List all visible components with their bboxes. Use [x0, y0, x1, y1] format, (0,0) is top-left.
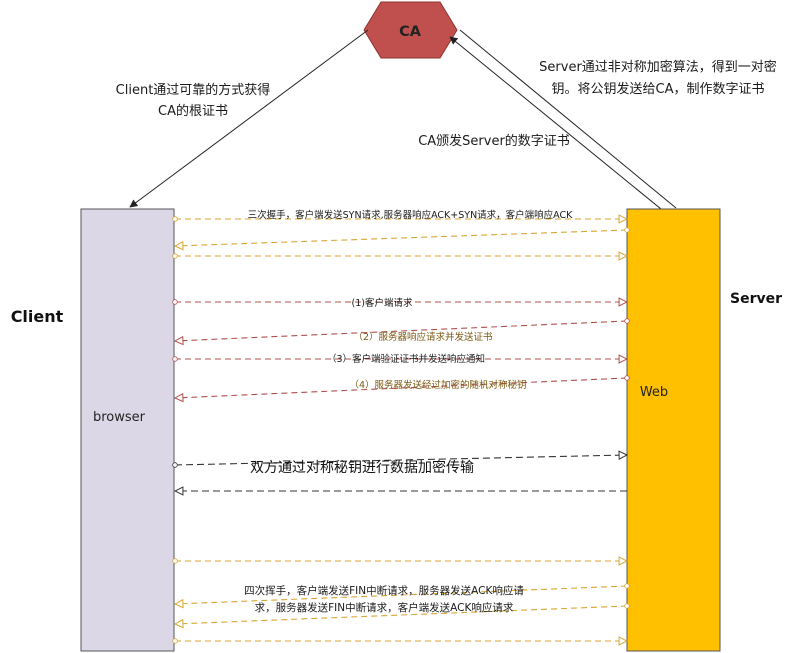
server-ca-note-line2: 钥。将公钥发送给CA，制作数字证书: [552, 81, 765, 97]
step3-label: （3）客户端验证证书并发送响应通知: [327, 353, 485, 365]
step1-label: (1)客户端请求: [352, 297, 413, 309]
step2-label: （2）服务器响应请求并发送证书: [353, 331, 493, 343]
handshake-synack-arrow: [175, 230, 627, 246]
symmetric-send-arrow: [175, 455, 627, 465]
web-label: Web: [640, 385, 668, 400]
wave-label-line2: 求，服务器发送FIN中断请求，客户端发送ACK响应请求: [255, 601, 514, 614]
handshake-label: 三次握手，客户端发送SYN请求,服务器响应ACK+SYN请求，客户端响应ACK: [248, 209, 574, 221]
web-to-ca-line: [449, 36, 662, 210]
browser-label: browser: [93, 410, 146, 425]
ca-to-web-line: [459, 29, 677, 209]
browser-lane: [80, 208, 175, 652]
ca-node: [363, 1, 458, 59]
step2-arrow: [175, 321, 627, 341]
ca-label: CA: [399, 24, 422, 40]
ca-to-browser-line: [129, 29, 369, 208]
client-ca-note-line1: Client通过可靠的方式获得: [116, 82, 271, 98]
client-title: Client: [11, 307, 64, 326]
step4-label: （4）服务器发送经过加密的随机对称秘钥: [349, 379, 526, 391]
ca-issue-note: CA颁发Server的数字证书: [418, 133, 570, 149]
wave-label-line1: 四次挥手，客户端发送FIN中断请求，服务器发送ACK响应请: [244, 584, 524, 597]
client-ca-note-line2: CA的根证书: [158, 103, 228, 119]
web-lane: [626, 208, 721, 652]
symmetric-label: 双方通过对称秘钥进行数据加密传输: [250, 459, 474, 476]
step4-arrow: [175, 378, 627, 398]
server-title: Server: [730, 291, 782, 307]
wave-ack1-arrow: [175, 586, 627, 604]
wave-fin2-arrow: [175, 606, 627, 624]
server-ca-note-line1: Server通过非对称加密算法，得到一对密: [539, 59, 777, 75]
